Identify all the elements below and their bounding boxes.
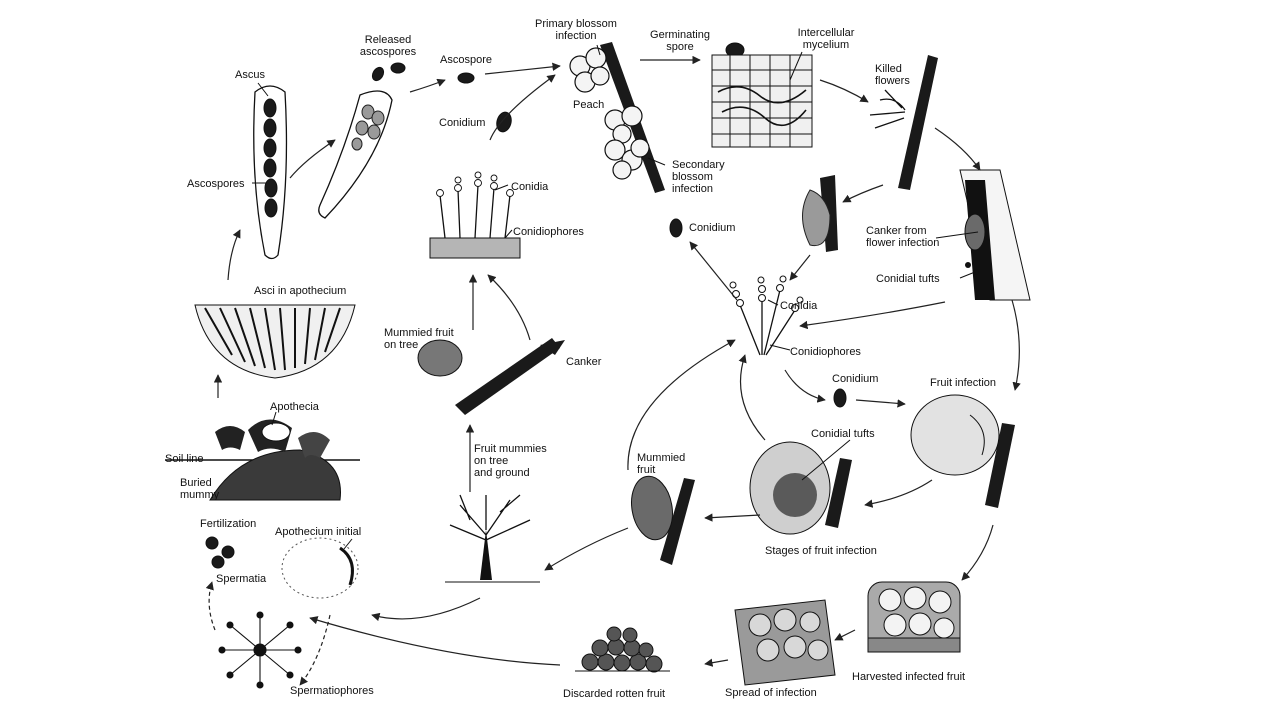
label-conidium-lower: Conidium: [832, 373, 878, 385]
label-harvested-infected-fruit: Harvested infected fruit: [852, 671, 965, 683]
label-ascospore: Ascospore: [440, 54, 492, 66]
label-ascospores: Ascospores: [187, 178, 245, 190]
label-fertilization: Fertilization: [200, 518, 256, 530]
label-conidial-tufts-right: Conidial tufts: [876, 273, 940, 285]
label-conidial-tufts-center: Conidial tufts: [811, 428, 875, 440]
spread-of-infection-basket-illustration: [734, 599, 836, 686]
infected-shoot-illustration: [802, 175, 838, 252]
label-peach: Peach: [573, 99, 604, 111]
label-spermatiophores: Spermatiophores: [290, 685, 374, 697]
killed-flowers-branch-illustration: [869, 55, 938, 190]
intercellular-mycelium-illustration: [711, 54, 813, 148]
peach-blossom-branch-illustration: [569, 42, 665, 193]
conidium-spore-lower: [833, 388, 847, 408]
apothecium-section-illustration: [194, 304, 356, 379]
label-fruit-infection: Fruit infection: [930, 377, 996, 389]
apothecia-buried-mummy-illustration: [165, 419, 360, 501]
label-conidiophores-left: Conidiophores: [513, 226, 584, 238]
label-discarded-rotten-fruit: Discarded rotten fruit: [563, 688, 665, 700]
fruit-infection-illustration: [910, 394, 1015, 508]
spermatiophores-illustration: [218, 611, 302, 689]
label-stages-of-fruit-infection: Stages of fruit infection: [765, 545, 877, 557]
leader-lines: [252, 44, 979, 550]
harvested-fruit-basket-illustration: [867, 581, 961, 653]
label-conidium-mid: Conidium: [689, 222, 735, 234]
label-conidia-center: Conidia: [780, 300, 818, 312]
mummied-fruit-illustration: [631, 475, 695, 565]
label-conidia-left: Conidia: [511, 181, 549, 193]
cycle-arrows: [205, 55, 1021, 686]
conidium-spore-mid: [669, 218, 683, 238]
mummied-fruit-on-tree-illustration: [417, 338, 565, 415]
canker-branch-illustration: [959, 169, 1031, 301]
infected-fruit-stage-illustration: [749, 441, 852, 535]
bursting-ascus-illustration: [318, 62, 406, 219]
label-asci-in-apothecium: Asci in apothecium: [254, 285, 346, 297]
label-canker: Canker: [566, 356, 602, 368]
conidium-spore-top: [496, 111, 512, 133]
spermatia-illustration: [205, 536, 235, 569]
label-soil-line: Soil line: [165, 453, 204, 465]
label-apothecia: Apothecia: [270, 401, 320, 413]
label-conidiophores-center: Conidiophores: [790, 346, 861, 358]
bare-tree-illustration: [445, 494, 540, 583]
label-conidium-top: Conidium: [439, 117, 485, 129]
ascospore-spore: [457, 72, 475, 84]
conidiophores-left-illustration: [429, 171, 521, 259]
label-spermatia: Spermatia: [216, 573, 267, 585]
apothecium-initial-illustration: [281, 537, 359, 599]
label-spread-of-infection: Spread of infection: [725, 687, 817, 699]
conidia-chains-center-illustration: [729, 275, 804, 356]
discarded-fruit-pile-illustration: [575, 626, 670, 673]
label-apothecium-initial: Apothecium initial: [275, 526, 361, 538]
label-ascus: Ascus: [235, 69, 265, 81]
ascus-illustration: [253, 85, 288, 260]
